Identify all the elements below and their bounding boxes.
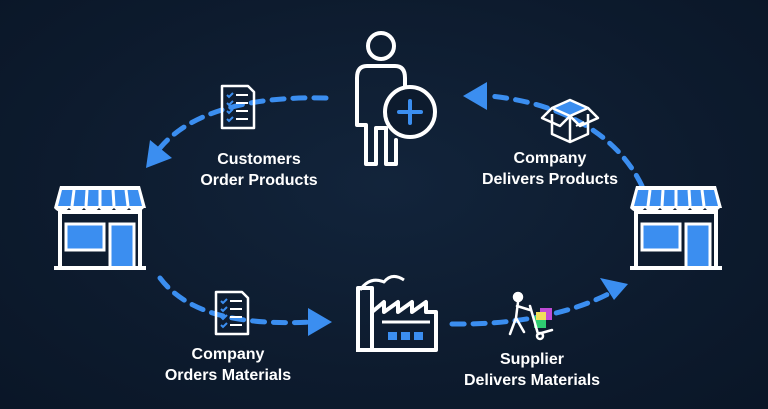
step-label-line2: Delivers Materials bbox=[463, 372, 601, 389]
step-label-line1: Customers bbox=[217, 151, 301, 168]
step-label-line2: Orders Materials bbox=[164, 367, 292, 384]
arrowhead-to-customer bbox=[463, 82, 487, 110]
arrowhead-to-store-right bbox=[600, 278, 628, 300]
step-label-line1: Company bbox=[191, 346, 265, 363]
step-label-line1: Supplier bbox=[499, 351, 564, 368]
arrowhead-to-store-left bbox=[146, 140, 172, 168]
step-label-customers-order: Customers Order Products bbox=[174, 149, 344, 191]
arrowhead-to-factory bbox=[308, 308, 332, 336]
step-label-line2: Order Products bbox=[200, 172, 318, 189]
arc-factory-to-store-right bbox=[449, 289, 615, 327]
step-label-line2: Delivers Products bbox=[481, 171, 619, 188]
storefront-left-icon bbox=[52, 184, 148, 270]
hand-truck-worker-icon bbox=[508, 291, 554, 341]
step-label-company-delivers: Company Delivers Products bbox=[460, 148, 640, 190]
open-box-icon bbox=[540, 98, 600, 144]
step-label-supplier-delivers: Supplier Delivers Materials bbox=[444, 349, 620, 391]
factory-icon bbox=[356, 275, 438, 352]
storefront-right-icon bbox=[628, 184, 724, 270]
person-plus-icon bbox=[355, 31, 437, 166]
arc-store-right-to-customer bbox=[487, 93, 645, 189]
step-label-line1: Company bbox=[513, 150, 587, 167]
arc-store-left-to-factory bbox=[157, 275, 315, 326]
arc-customer-to-store-left bbox=[157, 95, 329, 151]
step-label-company-orders: Company Orders Materials bbox=[142, 344, 314, 386]
